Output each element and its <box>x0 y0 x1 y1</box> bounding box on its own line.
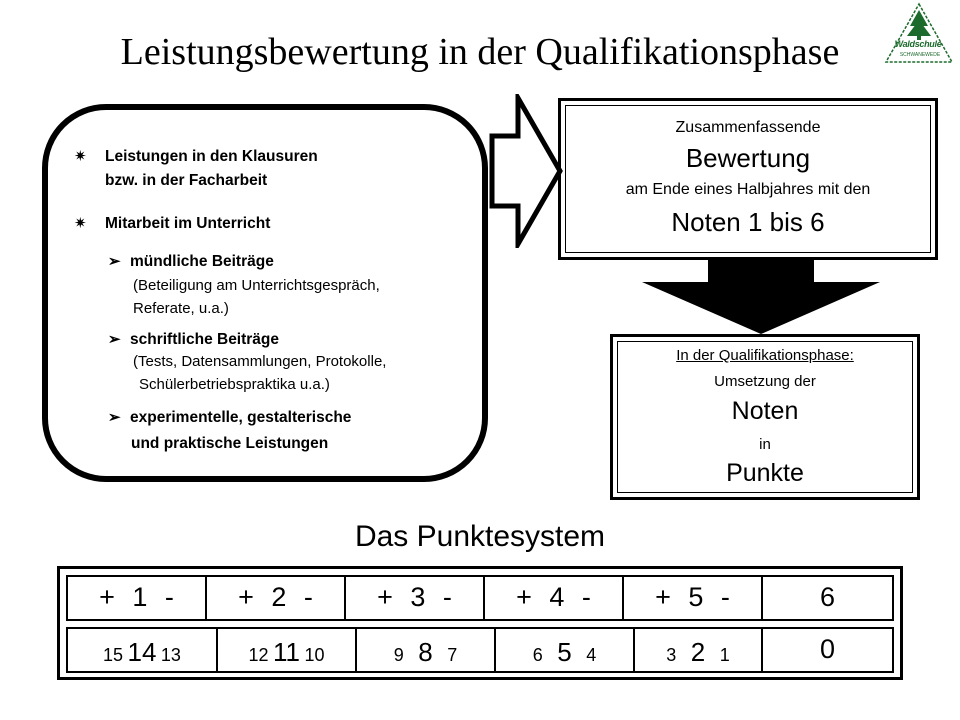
logo-subtitle: SCHWANEWEDE <box>899 52 941 58</box>
evaluation-line1: Zusammenfassende <box>675 119 821 136</box>
grade-cell: + 2 - <box>207 577 346 619</box>
criteria-box <box>42 104 488 482</box>
conversion-line5: Punkte <box>726 459 804 487</box>
points-system-title-text: Das Punktesystem <box>354 520 606 553</box>
conversion-line3: Noten <box>731 397 799 425</box>
grade-label: + 2 - <box>238 582 313 612</box>
evaluation-line3: am Ende eines Halbjahres mit den <box>625 181 871 198</box>
points-low: 4 <box>586 645 597 665</box>
evaluation-line4: Noten 1 bis 6 <box>671 207 825 237</box>
down-arrow-icon <box>642 258 880 334</box>
grade-cell: + 3 - <box>346 577 485 619</box>
arrow-bullet-icon: ➢ <box>108 253 121 270</box>
asterisk-bullet-icon: ✷ <box>74 148 87 165</box>
points-high: 3 <box>666 645 677 665</box>
points-high: 12 <box>248 645 269 665</box>
sub-item-oral-line1: (Beteiligung am Unterrichtsgespräch, <box>133 277 380 294</box>
sub-item-written-line2: Schülerbetriebspraktika u.a.) <box>139 376 330 393</box>
grade-label: + 1 - <box>99 582 174 612</box>
points-mid: 8 <box>418 637 433 667</box>
points-high: 6 <box>532 645 543 665</box>
points-low: 13 <box>160 645 181 665</box>
arrow-bullet-icon: ➢ <box>108 409 121 426</box>
criteria-item-participation: Mitarbeit im Unterricht <box>105 215 271 232</box>
arrow-bullet-icon: ➢ <box>108 331 121 348</box>
points-low: 1 <box>719 645 730 665</box>
points-high: 15 <box>103 645 124 665</box>
sub-item-practical-line1: experimentelle, gestalterische <box>130 409 352 426</box>
grade-cell: + 5 - <box>624 577 763 619</box>
conversion-line2: Umsetzung der <box>714 373 816 390</box>
sub-item-oral-line2: Referate, u.a.) <box>133 300 229 317</box>
grade-cell: 6 <box>763 577 892 619</box>
points-cell: 6 5 4 <box>496 629 635 671</box>
grades-row: + 1 - + 2 - + 3 - + 4 - + 5 - 6 <box>66 575 894 621</box>
sub-item-oral-title: mündliche Beiträge <box>130 253 274 270</box>
grade-label: + 3 - <box>377 582 452 612</box>
points-cell: 9 8 7 <box>357 629 496 671</box>
points-mid: 2 <box>690 637 706 667</box>
points-mid: 11 <box>273 637 300 667</box>
points-high: 9 <box>393 645 404 665</box>
page-title: Leistungsbewertung in der Qualifikations… <box>120 31 840 73</box>
school-logo-icon <box>884 2 954 63</box>
conversion-box: In der Qualifikationsphase: Umsetzung de… <box>610 334 920 500</box>
points-cell: 0 <box>763 629 892 671</box>
grade-label: + 5 - <box>655 582 730 612</box>
criteria-item-exams-line1: Leistungen in den Klausuren <box>105 148 318 165</box>
points-single: 0 <box>819 634 836 664</box>
points-cell: 12 11 10 <box>218 629 357 671</box>
grade-cell: + 4 - <box>485 577 624 619</box>
grade-label: 6 <box>819 582 836 612</box>
sub-item-written-line1: (Tests, Datensammlungen, Protokolle, <box>133 353 387 370</box>
evaluation-line2: Bewertung <box>685 143 811 173</box>
points-mid: 5 <box>557 637 572 667</box>
points-low: 10 <box>304 645 325 665</box>
points-row: 15 14 13 12 11 10 9 8 7 6 5 4 <box>66 627 894 673</box>
points-table: + 1 - + 2 - + 3 - + 4 - + 5 - 6 15 14 13… <box>57 566 903 680</box>
grade-label: + 4 - <box>516 582 591 612</box>
points-system-title: Das Punktesystem <box>0 520 960 554</box>
right-arrow-icon <box>489 94 563 248</box>
evaluation-box: Zusammenfassende Bewertung am Ende eines… <box>558 98 938 260</box>
criteria-item-exams-line2: bzw. in der Facharbeit <box>105 172 268 189</box>
conversion-line4: in <box>759 436 771 453</box>
logo-name: Waldschule <box>894 39 942 49</box>
asterisk-bullet-icon: ✷ <box>74 215 87 232</box>
points-cell: 3 2 1 <box>635 629 763 671</box>
points-cell: 15 14 13 <box>68 629 218 671</box>
points-mid: 14 <box>127 637 157 667</box>
sub-item-written-title: schriftliche Beiträge <box>130 331 280 348</box>
points-low: 7 <box>447 645 458 665</box>
conversion-line1: In der Qualifikationsphase: <box>676 347 854 364</box>
sub-item-practical-line2: und praktische Leistungen <box>131 435 329 452</box>
grade-cell: + 1 - <box>68 577 207 619</box>
